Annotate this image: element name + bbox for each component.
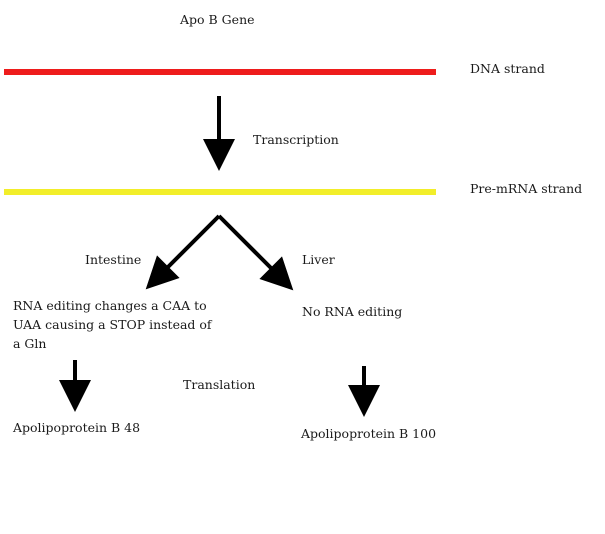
liver-branch-arrow [217,214,294,291]
rna-editing-description: RNA editing changes a CAA to UAA causing… [13,298,212,351]
diagram-title: Apo B Gene [180,12,255,27]
liver-label: Liver [302,252,335,267]
intestine-label: Intestine [85,252,142,267]
no-rna-editing-label: No RNA editing [302,304,403,319]
apolipoprotein-b100-label: Apolipoprotein B 100 [301,426,437,441]
transcription-label: Transcription [253,132,339,147]
translation-label: Translation [183,377,256,392]
apolipoprotein-b48-label: Apolipoprotein B 48 [13,420,141,435]
pre-mrna-strand-label: Pre-mRNA strand [470,181,583,196]
intestine-branch-arrow [145,214,221,290]
dna-strand-label: DNA strand [470,61,545,76]
